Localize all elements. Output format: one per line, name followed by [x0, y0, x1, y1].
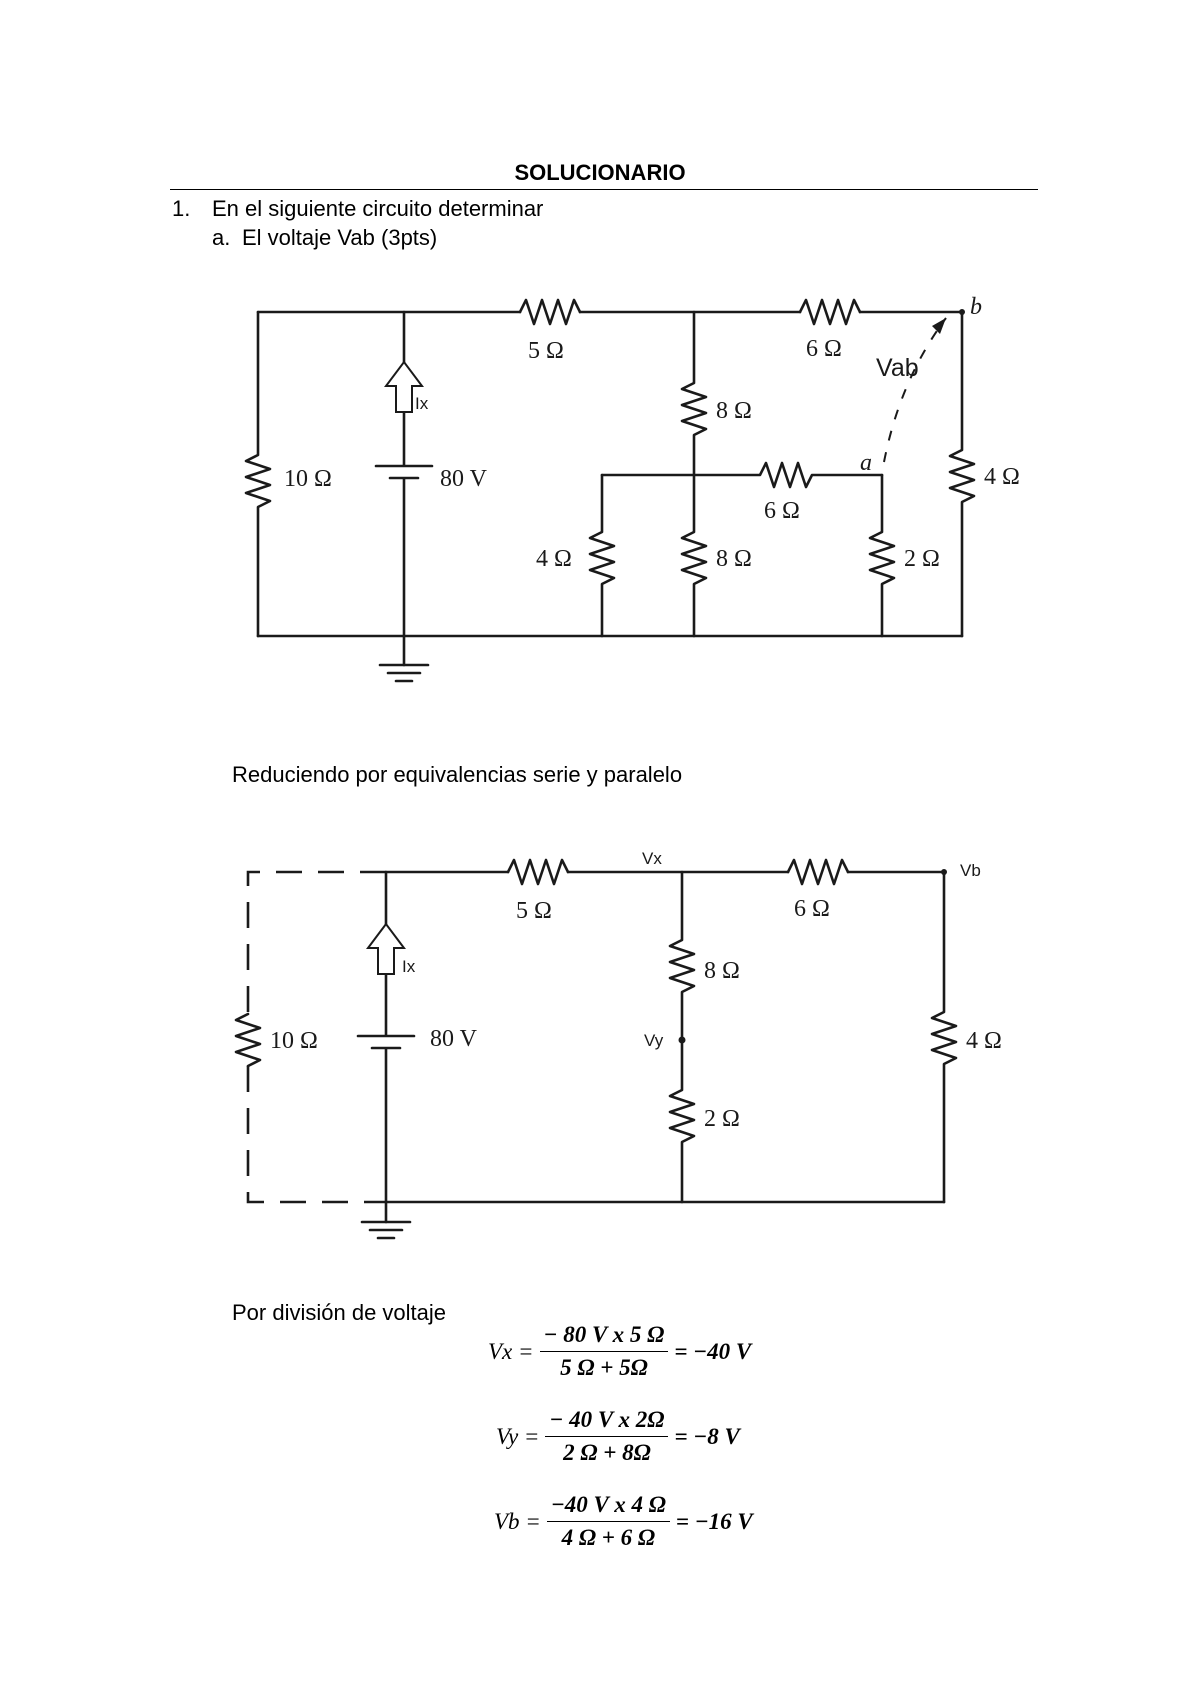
- c1-label-source: 80 V: [440, 466, 488, 492]
- node-vy-dot: [678, 1036, 686, 1044]
- c1-label-vab: Vab: [876, 354, 919, 382]
- c2-label-node-vy: Vy: [644, 1031, 664, 1050]
- equation-vb-denominator: 4 Ω + 6 Ω: [561, 1525, 656, 1550]
- c2-label-r-mid-top: 8 Ω: [704, 958, 740, 984]
- equation-vy-numerator: − 40 V x 2Ω: [545, 1407, 669, 1437]
- c1-label-r-top2: 6 Ω: [806, 336, 842, 362]
- c2-label-r-top2: 6 Ω: [794, 896, 830, 922]
- equation-vy-rhs: = −8 V: [674, 1423, 740, 1449]
- current-arrow-icon: [384, 360, 424, 413]
- c2-label-r-top1: 5 Ω: [516, 898, 552, 924]
- vab-dashed-line: [883, 317, 947, 463]
- c2-label-r-left: 10 Ω: [270, 1028, 318, 1054]
- circuit-2-wires: [356, 858, 958, 1240]
- c2-label-node-vb: Vb: [960, 861, 981, 880]
- equation-vb-numerator: −40 V x 4 Ω: [546, 1492, 670, 1522]
- c2-label-r-right: 4 Ω: [966, 1028, 1002, 1054]
- c1-label-r-top1: 5 Ω: [528, 338, 564, 364]
- c1-label-r-mid-bottom: 8 Ω: [716, 546, 752, 572]
- equation-vx: Vx = − 80 V x 5 Ω 5 Ω + 5Ω = −40 V: [488, 1322, 751, 1381]
- node-vb-dot: [941, 869, 947, 875]
- c2-label-current: Ix: [402, 957, 416, 976]
- circuit-1-wires: [244, 298, 976, 683]
- equation-vx-denominator: 5 Ω + 5Ω: [560, 1355, 648, 1380]
- equation-vy: Vy = − 40 V x 2Ω 2 Ω + 8Ω = −8 V: [496, 1407, 740, 1466]
- c2-label-source: 80 V: [430, 1026, 478, 1052]
- c1-label-r-mid-horizontal: 6 Ω: [764, 498, 800, 524]
- problem-number: 1.: [172, 196, 191, 221]
- part-text: El voltaje Vab (3pts): [242, 225, 438, 250]
- node-b-dot: [959, 309, 965, 315]
- c2-label-r-mid-bottom: 2 Ω: [704, 1106, 740, 1132]
- circuit-2-dashed-branch: [234, 870, 386, 1204]
- equation-vb: Vb = −40 V x 4 Ω 4 Ω + 6 Ω = −16 V: [494, 1492, 753, 1551]
- page-title: SOLUCIONARIO: [514, 160, 686, 185]
- c1-label-r-left: 10 Ω: [284, 466, 332, 492]
- equation-vx-rhs: = −40 V: [674, 1338, 752, 1364]
- equation-vb-lhs: Vb =: [494, 1508, 541, 1534]
- c1-label-r-mid-left: 4 Ω: [536, 546, 572, 572]
- equation-vb-rhs: = −16 V: [675, 1508, 753, 1534]
- c1-label-current: Ix: [415, 394, 429, 413]
- current-arrow-icon: [366, 922, 406, 975]
- c1-label-r-right: 4 Ω: [984, 464, 1020, 490]
- division-text: Por división de voltaje: [232, 1300, 447, 1325]
- reduction-text: Reduciendo por equivalencias serie y par…: [232, 762, 683, 787]
- c1-label-r-mid-top: 8 Ω: [716, 398, 752, 424]
- equation-vy-lhs: Vy =: [496, 1423, 540, 1449]
- equation-vx-numerator: − 80 V x 5 Ω: [539, 1322, 669, 1352]
- part-letter: a.: [212, 225, 231, 250]
- c2-label-node-vx: Vx: [642, 849, 662, 868]
- vab-arrowhead-icon: [932, 318, 946, 334]
- problem-statement: En el siguiente circuito determinar: [212, 196, 544, 221]
- c1-label-r-a-bottom: 2 Ω: [904, 546, 940, 572]
- equation-vy-denominator: 2 Ω + 8Ω: [563, 1440, 651, 1465]
- title-rule: [170, 189, 1038, 190]
- equation-vx-lhs: Vx =: [488, 1338, 534, 1364]
- c1-label-node-b: b: [970, 294, 982, 320]
- c1-label-node-a: a: [860, 450, 872, 476]
